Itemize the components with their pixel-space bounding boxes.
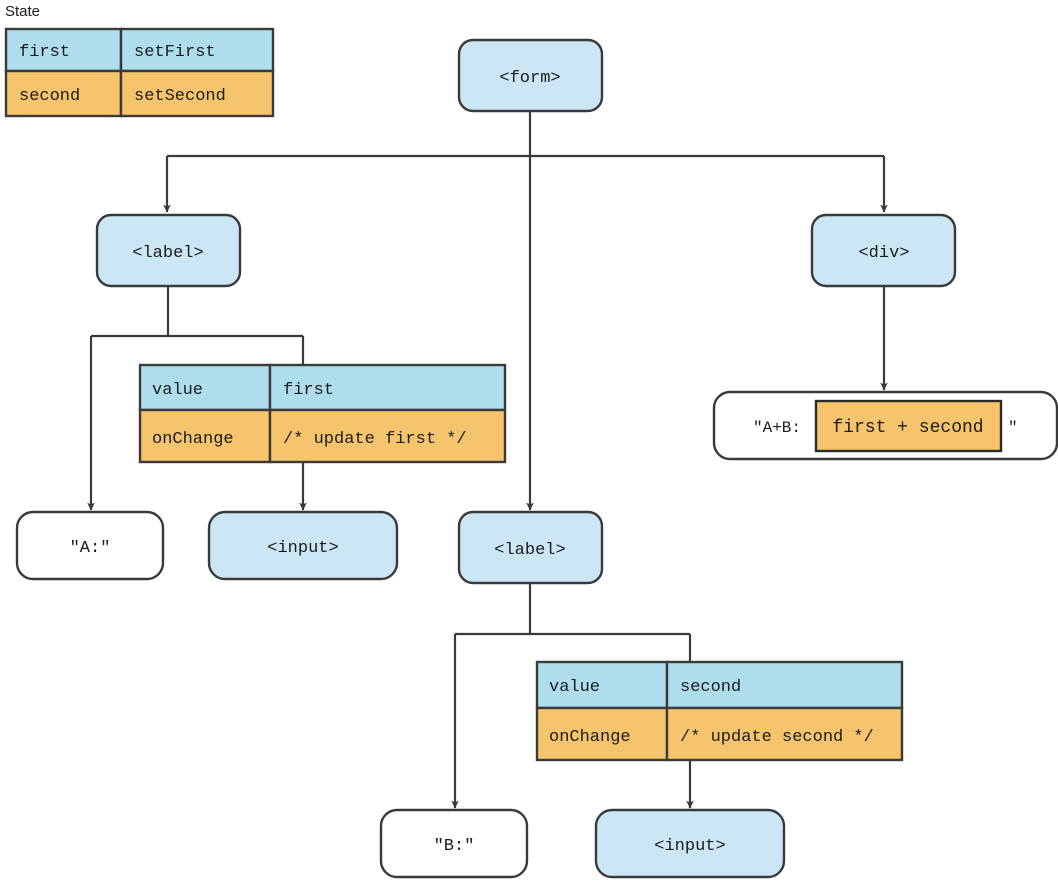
node-label-a[interactable]: <label>: [95, 213, 242, 288]
node-input-a[interactable]: <input>: [207, 510, 399, 581]
output-prefix-text: "A+B:: [753, 419, 801, 437]
node-input-b[interactable]: <input>: [594, 808, 786, 879]
state-cell-second-setter: [119, 69, 275, 118]
node-text-b-box[interactable]: [379, 808, 529, 879]
node-div[interactable]: <div>: [810, 213, 957, 288]
node-label-b-label: <label>: [494, 541, 565, 560]
node-form-label: <form>: [499, 69, 560, 88]
node-form[interactable]: <form>: [457, 38, 604, 113]
state-label-first: first: [19, 43, 70, 62]
node-output-text[interactable]: "A+B: first + second ": [712, 390, 1058, 461]
node-text-a[interactable]: "A:": [15, 510, 165, 581]
node-label-b[interactable]: <label>: [457, 510, 604, 585]
output-expression-text: first + second: [832, 418, 983, 438]
state-table-caption: State: [5, 3, 41, 20]
node-text-b[interactable]: "B:": [379, 808, 529, 879]
props-second-key-value-cell: [535, 660, 669, 710]
node-div-box[interactable]: [810, 213, 957, 288]
props-table-second: value second onChange /* update second *…: [535, 660, 904, 762]
state-label-second: second: [19, 87, 80, 106]
node-input-a-label: <input>: [267, 539, 338, 558]
props-second-value-onchange: /* update second */: [680, 728, 874, 747]
state-label-set-second: setSecond: [134, 87, 226, 106]
node-text-a-box[interactable]: [15, 510, 165, 581]
state-label-set-first: setFirst: [134, 43, 216, 62]
props-first-value-value: first: [283, 381, 334, 400]
props-second-val-value-cell: [665, 660, 904, 710]
node-form-box[interactable]: [457, 38, 604, 113]
node-div-label: <div>: [858, 244, 909, 263]
state-table: first setFirst second setSecond: [4, 27, 275, 118]
node-label-a-box[interactable]: [95, 213, 242, 288]
props-table-first: value first onChange /* update first */: [138, 363, 507, 464]
node-input-a-box[interactable]: [207, 510, 399, 581]
output-expression-box: [814, 399, 1003, 453]
node-label-b-box[interactable]: [457, 510, 604, 585]
props-second-key-onchange: onChange: [549, 728, 631, 747]
node-label-a-label: <label>: [132, 244, 203, 263]
props-first-key-onchange: onChange: [152, 430, 234, 449]
props-second-val-onchange-cell: [665, 706, 904, 762]
props-first-value-onchange: /* update first */: [283, 430, 467, 449]
props-first-val-value-cell: [268, 363, 507, 412]
node-text-a-label: "A:": [70, 539, 111, 558]
node-input-b-label: <input>: [654, 837, 725, 856]
props-second-key-value: value: [549, 678, 600, 697]
props-second-value-value: second: [680, 678, 741, 697]
output-suffix-text: ": [1008, 419, 1018, 437]
edges: [87, 111, 888, 809]
node-input-b-box[interactable]: [594, 808, 786, 879]
node-text-b-label: "B:": [434, 837, 475, 856]
props-first-key-value: value: [152, 381, 203, 400]
props-first-val-onchange-cell: [268, 408, 507, 464]
